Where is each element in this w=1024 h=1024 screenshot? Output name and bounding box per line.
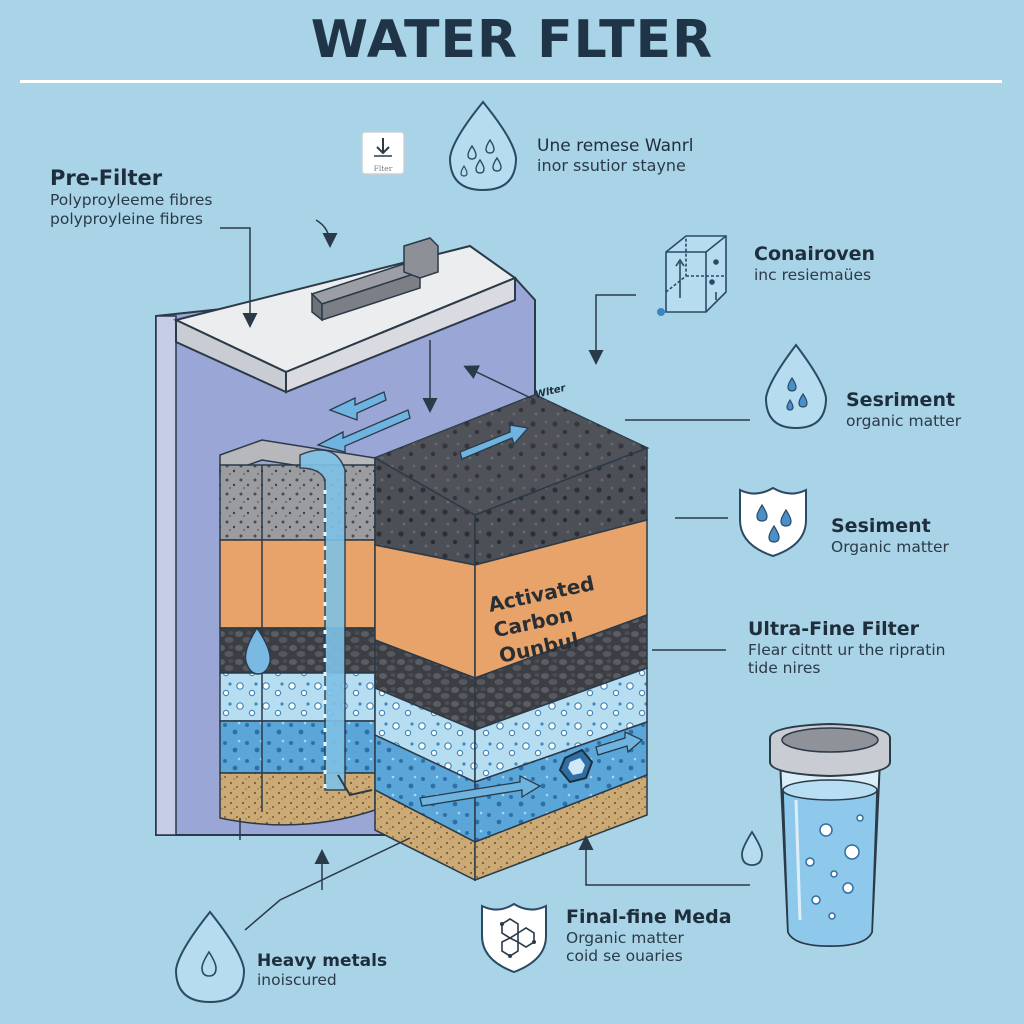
final-fine-line-1: Organic matter — [566, 928, 684, 947]
page-title: WATER FLTER — [310, 10, 714, 70]
conairoven-sub: inc resiemaües — [754, 265, 872, 284]
sesriment-sub: organic matter — [846, 411, 962, 430]
pre-filter-label: Pre-Filter Polyproyleeme fibres polyproy… — [50, 166, 212, 228]
sesriment-heading: Sesriment — [846, 389, 956, 411]
water-drops-icon — [448, 100, 518, 192]
shield-drops-icon — [739, 486, 807, 558]
water-drop-icon — [764, 343, 828, 430]
pre-filter-line-1: Polyproyleeme fibres — [50, 191, 213, 210]
drinking-glass-icon — [769, 722, 891, 948]
flow-arrows — [316, 391, 644, 807]
cartridge-top-label: Wlter — [534, 382, 568, 400]
conairoven-label: Conairoven inc resiemaües — [754, 243, 875, 284]
title-divider — [20, 80, 1002, 83]
small-drop-icon — [741, 830, 763, 866]
top-right-line-1: Une remese Wanrl — [537, 136, 694, 156]
ultra-fine-heading: Ultra-Fine Filter — [748, 618, 919, 640]
heavy-metals-label: Heavy metals inoiscured — [257, 951, 387, 990]
heavy-metals-sub: inoiscured — [257, 971, 337, 990]
sesiment-heading: Sesiment — [831, 515, 931, 537]
ultra-fine-line-2: tide nires — [748, 659, 821, 678]
pre-filter-line-2: polyproyleine fibres — [50, 209, 204, 228]
sesriment-label: Sesriment organic matter — [846, 389, 961, 430]
heavy-metals-drop-icon — [174, 910, 246, 1004]
ultra-fine-line-1: Flear citntt ur the ripratin — [748, 640, 946, 659]
filter-lid — [173, 237, 518, 394]
molecule-shield-icon — [481, 902, 547, 974]
final-fine-line-2: coid se ouaries — [566, 947, 683, 966]
conairoven-heading: Conairoven — [754, 243, 876, 265]
cube-icon — [657, 235, 727, 316]
pre-filter-heading: Pre-Filter — [50, 166, 163, 190]
top-right-line-2: inor ssutior stayne — [537, 156, 686, 176]
final-fine-media-label: Final-fine Meda Organic matter coid se o… — [566, 906, 732, 966]
ultra-fine-filter-label: Ultra-Fine Filter Flear citntt ur the ri… — [748, 618, 945, 678]
leader-lines — [220, 219, 750, 931]
heavy-metals-heading: Heavy metals — [257, 951, 388, 971]
final-fine-heading: Final-fine Meda — [566, 906, 732, 928]
sesiment-sub: Organic matter — [831, 537, 949, 556]
cartridge-left-section — [219, 439, 376, 826]
download-icon — [361, 131, 405, 175]
sesiment-label: Sesiment Organic matter — [831, 515, 949, 556]
top-right-label: Une remese Wanrl inor ssutior stayne — [537, 136, 694, 176]
download-badge-text: Flter — [374, 164, 393, 173]
